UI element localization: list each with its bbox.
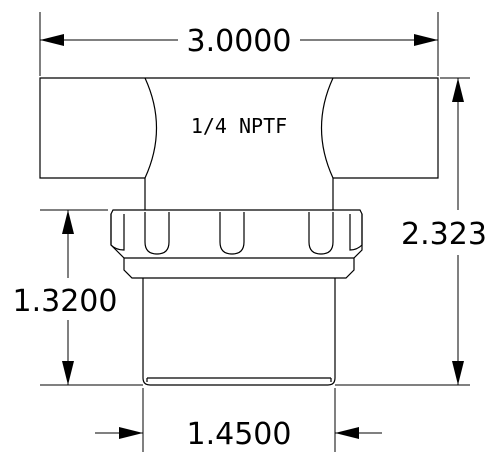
dimension-overall-height: 2.323 [401, 78, 487, 385]
dimension-overall-width: 3.0000 [40, 24, 438, 59]
dimension-label-overall-height: 2.323 [401, 217, 487, 252]
arrow-down-icon [452, 361, 464, 385]
dimension-label-lower-height: 1.3200 [13, 284, 118, 319]
flute-center [219, 212, 245, 255]
arrow-up-icon [452, 78, 464, 102]
flute-left [144, 212, 170, 255]
arrow-right-icon [119, 427, 143, 439]
bore-right-curve [320, 77, 334, 179]
arrow-left-icon [40, 34, 64, 46]
collar-left-lobe [110, 214, 125, 251]
bore-left-curve [144, 77, 158, 179]
thread-label: 1/4 NPTF [191, 114, 287, 138]
part-outline [39, 77, 439, 386]
arrow-left-icon [335, 427, 359, 439]
knurled-collar [110, 209, 363, 279]
lower-shank [142, 278, 336, 386]
flute-right [308, 212, 334, 255]
dimension-label-overall-width: 3.0000 [187, 24, 292, 59]
collar-right-lobe [349, 214, 363, 251]
dimension-label-bottom-width: 1.4500 [187, 417, 292, 452]
arrow-up-icon [62, 210, 74, 234]
t-bar-right-wing [333, 77, 439, 179]
arrow-down-icon [62, 361, 74, 385]
dimension-bottom-width: 1.4500 [95, 417, 382, 452]
arrow-right-icon [414, 34, 438, 46]
t-bar-left-wing [39, 77, 145, 179]
dimension-lower-height: 1.3200 [13, 210, 118, 385]
